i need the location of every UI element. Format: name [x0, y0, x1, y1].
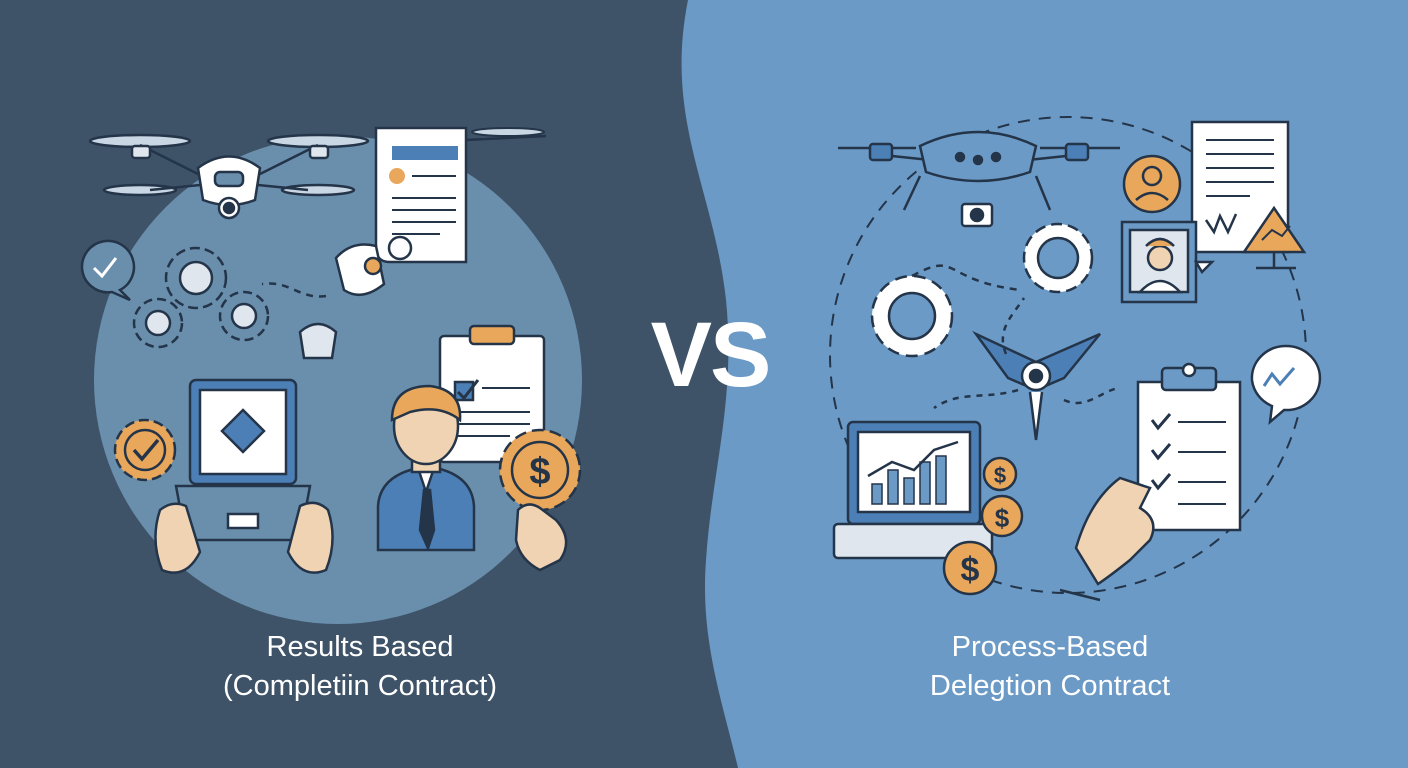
clipboard-checklist-icon	[438, 324, 546, 464]
hand-icon	[1059, 476, 1155, 602]
svg-text:$: $	[961, 551, 980, 589]
bar-chart-icon	[867, 440, 959, 478]
gear-icon	[870, 222, 1094, 358]
user-avatar-icon	[1122, 154, 1182, 214]
laptop-icon	[154, 378, 334, 574]
vs-label: VS	[650, 304, 772, 406]
caption-line-2: (Completiin Contract)	[223, 670, 497, 702]
warning-sign-icon	[1241, 205, 1307, 270]
results-based-caption: Results Based (Completiin Contract)	[150, 628, 570, 706]
puzzle-connector-icon	[261, 235, 413, 360]
contract-document-icon	[374, 126, 547, 264]
caption-line-1: Process-Based	[951, 631, 1149, 663]
caption-line-1: Results Based	[266, 631, 454, 663]
clipboard-checklist-icon	[1136, 362, 1242, 532]
drone-icon	[838, 130, 1120, 228]
svg-text:$: $	[994, 463, 1006, 488]
svg-text:$: $	[995, 503, 1010, 533]
video-call-icon	[1120, 220, 1216, 304]
chat-bubble-icon	[1250, 344, 1322, 426]
drone-icon	[88, 133, 370, 220]
svg-text:$: $	[529, 451, 550, 493]
chat-bubble-icon	[80, 239, 136, 302]
dollar-coin-icon: $	[498, 428, 582, 572]
businessman-icon	[376, 384, 476, 552]
process-based-caption: Process-Based Delegtion Contract	[860, 628, 1240, 706]
checkmark-gear-icon	[113, 418, 177, 482]
laptop-icon	[832, 420, 994, 560]
gear-icon	[132, 246, 270, 349]
caption-line-2: Delegtion Contract	[929, 670, 1171, 702]
dollar-coin-icon: $ $ $	[942, 456, 1024, 596]
plane-icon	[933, 297, 1119, 441]
